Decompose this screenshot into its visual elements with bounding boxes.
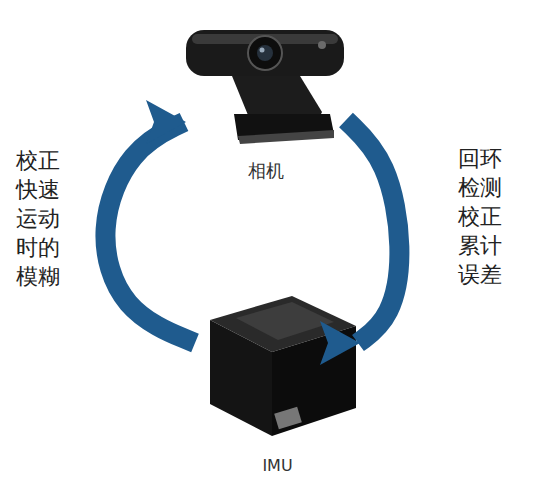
imu-node: IMU xyxy=(195,285,360,475)
imu-illustration xyxy=(210,296,356,436)
node-label: IMU xyxy=(262,456,292,475)
camera-node: 相机 xyxy=(178,20,354,182)
webcam-illustration xyxy=(186,30,344,144)
edge-label: 校正快速运动时的模糊 xyxy=(16,146,62,291)
curved-arrow xyxy=(105,122,195,343)
node-label: 相机 xyxy=(248,160,284,182)
edge-label: 回环检测校正累计误差 xyxy=(458,144,504,289)
curved-arrow xyxy=(346,120,399,343)
